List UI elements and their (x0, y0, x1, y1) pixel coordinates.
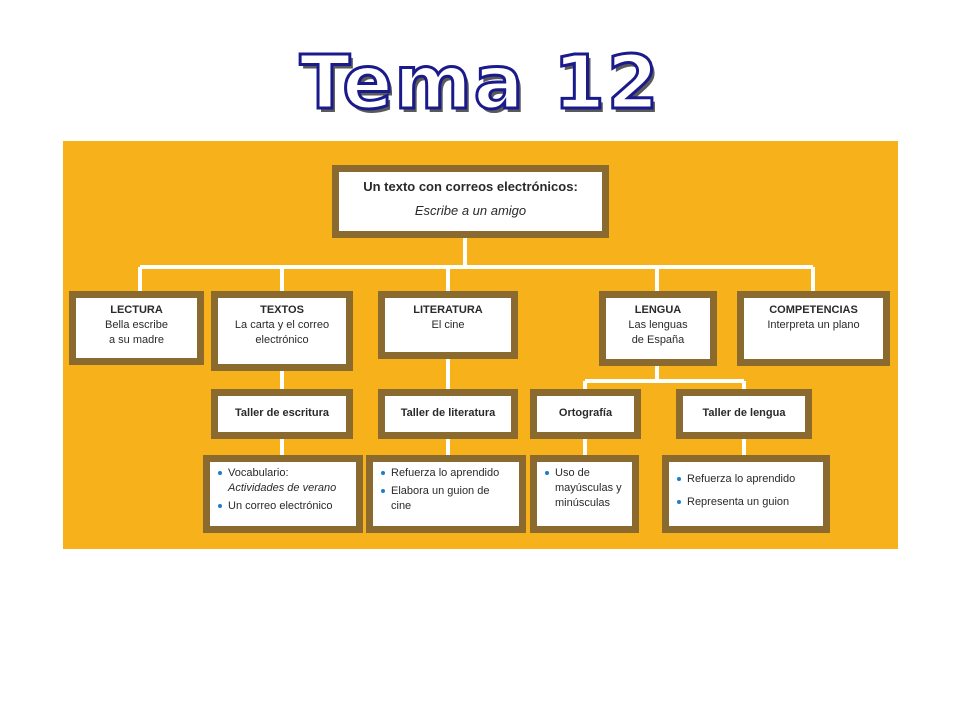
section-line: Interpreta un plano (767, 318, 860, 331)
item-text: cine (391, 499, 412, 512)
item-text: minúsculas (555, 496, 611, 509)
list-item: Representa un guion (677, 495, 815, 510)
list-item: Refuerza lo aprendido (677, 472, 815, 487)
section-title: LENGUA (634, 304, 682, 316)
root-subtitle: Escribe a un amigo (414, 202, 527, 218)
section-lengua: LENGUA Las lenguas de España (599, 291, 717, 366)
connector-lines (138, 237, 815, 455)
section-title: TEXTOS (260, 304, 304, 316)
section-lectura: LECTURA Bella escribe a su madre (69, 291, 204, 365)
list-item: Elabora un guion de cine (381, 484, 511, 514)
section-line: a su madre (108, 333, 165, 346)
list-item: Uso de mayúsculas y minúsculas (545, 466, 624, 511)
detail-literatura: Refuerza lo aprendido Elabora un guion d… (366, 455, 526, 533)
item-text: Elabora un guion de (391, 484, 490, 497)
section-line: de España (631, 333, 685, 346)
section-line: La carta y el correo (234, 318, 330, 331)
section-title: COMPETENCIAS (769, 304, 858, 316)
section-competencias: COMPETENCIAS Interpreta un plano (737, 291, 890, 366)
item-text: Vocabulario: (228, 467, 289, 479)
workshop-literatura: Taller de literatura (378, 389, 518, 439)
section-textos: TEXTOS La carta y el correo electrónico (211, 291, 353, 371)
list-item: Refuerza lo aprendido (381, 466, 511, 481)
root-box: Un texto con correos electrónicos: Escri… (332, 165, 609, 238)
workshop-lengua: Taller de lengua (676, 389, 812, 439)
section-line: electrónico (255, 333, 309, 346)
item-text: Uso de (555, 467, 590, 479)
item-text: mayúsculas y (555, 481, 622, 494)
list-item: Un correo electrónico (218, 499, 348, 514)
workshop-ortografia: Ortografía (530, 389, 641, 439)
section-literatura: LITERATURA El cine (378, 291, 518, 359)
section-line: Las lenguas (628, 318, 688, 331)
section-title: LECTURA (110, 304, 163, 316)
root-title: Un texto con correos electrónicos: (363, 179, 578, 194)
section-title: LITERATURA (413, 304, 483, 316)
detail-lengua: Refuerza lo aprendido Representa un guio… (662, 455, 830, 533)
item-text: Refuerza lo aprendido (687, 473, 796, 485)
concept-map-panel: Un texto con correos electrónicos: Escri… (63, 141, 898, 549)
item-text: Representa un guion (687, 495, 790, 508)
item-text: Un correo electrónico (228, 499, 333, 512)
section-line: Bella escribe (105, 318, 168, 331)
workshop-escritura: Taller de escritura (211, 389, 353, 439)
detail-escritura: Vocabulario: Actividades de verano Un co… (203, 455, 363, 533)
item-text: Refuerza lo aprendido (391, 467, 500, 479)
item-text-italic: Actividades de verano (228, 481, 337, 494)
slide-title: Tema 12 (298, 39, 661, 128)
section-line: El cine (431, 318, 465, 331)
detail-ortografia: Uso de mayúsculas y minúsculas (530, 455, 639, 533)
list-item: Vocabulario: Actividades de verano (218, 466, 348, 496)
